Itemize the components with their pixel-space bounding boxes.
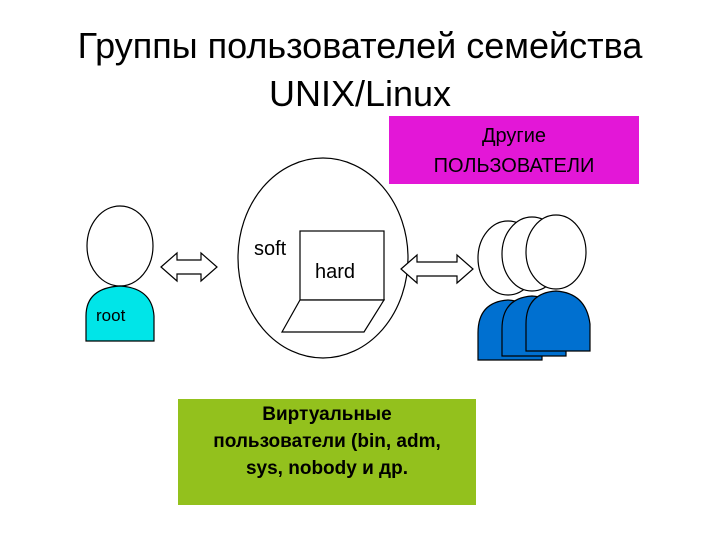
user-body-3: [525, 290, 591, 352]
root-label: root: [96, 306, 126, 325]
title-line-1: Группы пользователей семейства: [77, 25, 643, 66]
virtual-users-line-2: пользователи (bin, adm,: [213, 431, 441, 452]
other-users-icon: [477, 214, 591, 361]
keyboard: [280, 299, 386, 333]
monitor-screen: [299, 230, 385, 301]
root-user-icon: [85, 205, 155, 342]
title-line-2: UNIX/Linux: [268, 73, 452, 114]
hard-label: hard: [315, 261, 356, 283]
other-users-line-1: Другие: [481, 125, 547, 147]
computer-icon: [280, 230, 386, 333]
virtual-users-line-1: Виртуальные: [262, 404, 392, 425]
left-double-arrow: [160, 251, 218, 283]
other-users-box: Другие ПОЛЬЗОВАТЕЛИ: [389, 116, 639, 184]
virtual-users-box: Виртуальные пользователи (bin, adm, sys,…: [178, 399, 476, 505]
virtual-users-line-3: sys, nobody и др.: [245, 458, 409, 479]
user-head-3: [525, 214, 587, 290]
other-users-line-2: ПОЛЬЗОВАТЕЛИ: [433, 155, 595, 177]
right-double-arrow: [400, 253, 474, 285]
root-head: [86, 205, 154, 287]
root-body: [85, 285, 155, 342]
soft-label: soft: [254, 238, 287, 260]
slide-title: Группы пользователей семейства UNIX/Linu…: [0, 22, 720, 118]
